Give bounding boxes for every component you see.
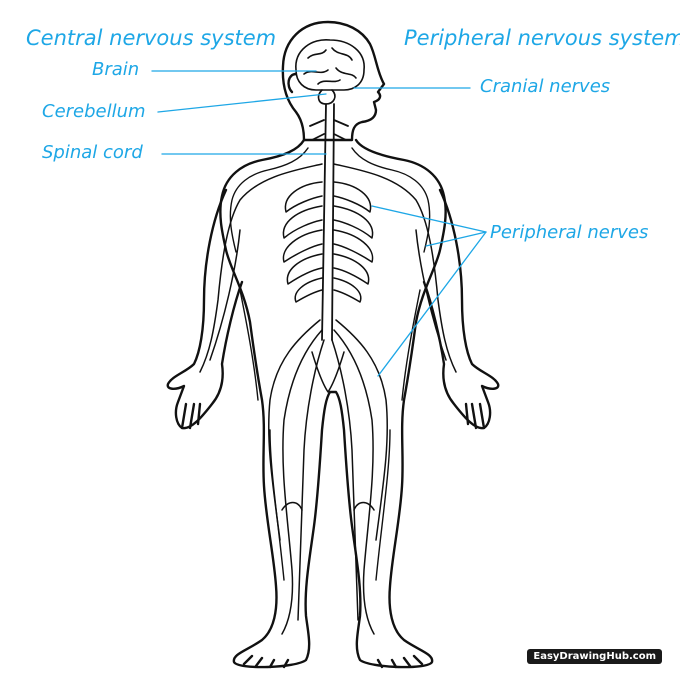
thoracic-nerves xyxy=(200,164,456,372)
cerebellum-pointer xyxy=(158,94,326,112)
central-nervous-system-heading: Central nervous system xyxy=(26,28,276,49)
brain-icon xyxy=(296,40,364,104)
cerebellum-label: Cerebellum xyxy=(42,103,146,121)
peripheral-nervous-system-heading: Peripheral nervous system xyxy=(404,28,680,49)
brain-label: Brain xyxy=(92,61,139,79)
cranial-nerves-label: Cranial nerves xyxy=(480,78,610,96)
site-watermark: EasyDrawingHub.com xyxy=(527,649,662,664)
spinal-cord-label: Spinal cord xyxy=(42,144,143,162)
lumbar-leg-nerves xyxy=(269,320,388,634)
peripheral-nerves-label: Peripheral nerves xyxy=(490,224,648,242)
